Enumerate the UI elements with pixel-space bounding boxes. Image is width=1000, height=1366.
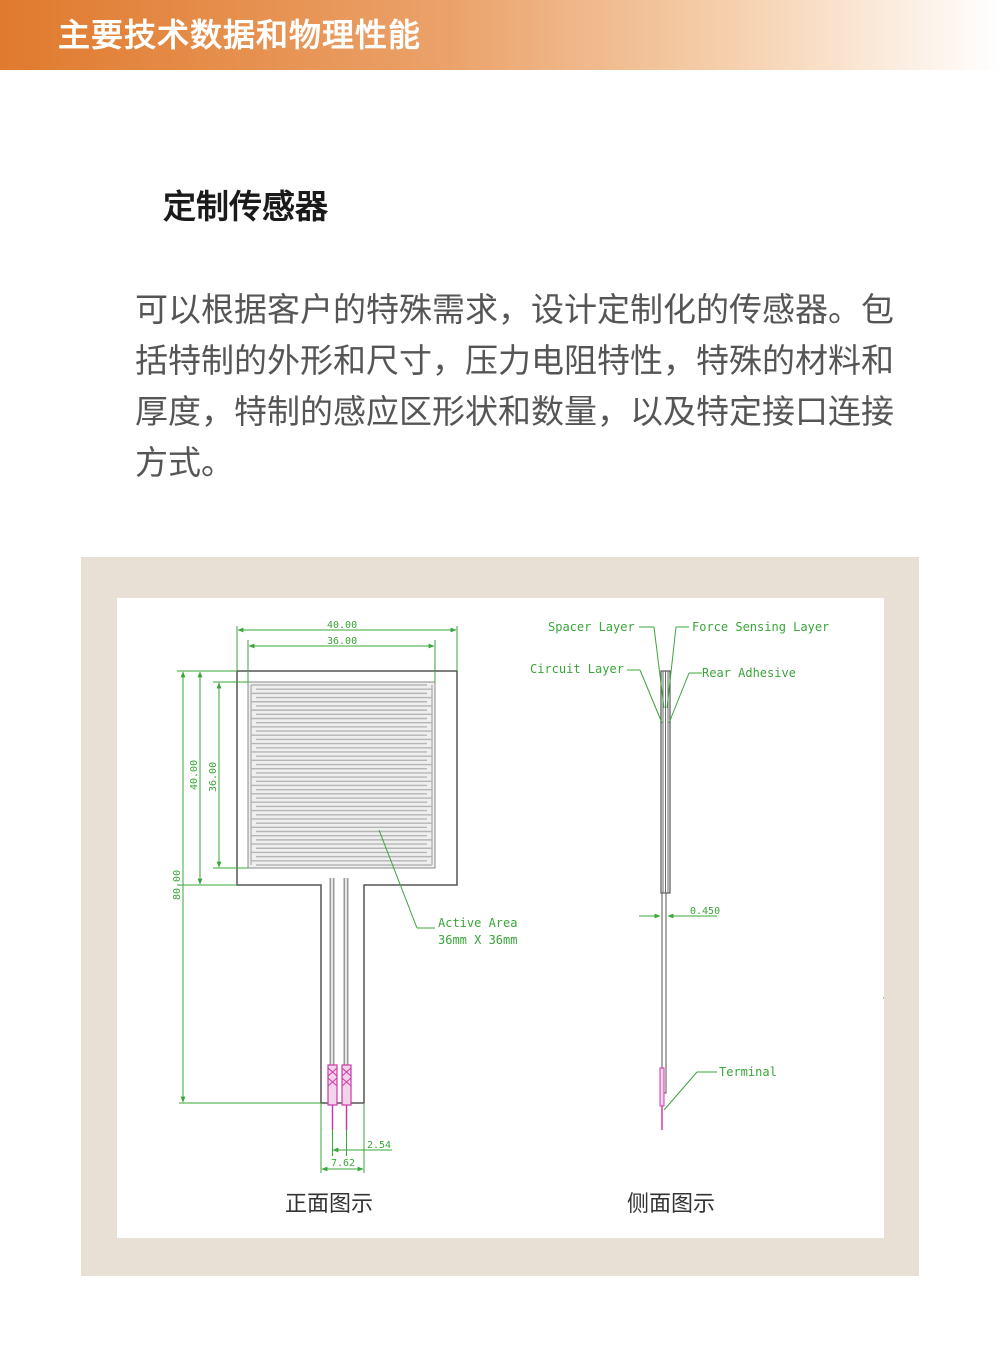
side-terminal (659, 1067, 665, 1107)
section-title: 定制传感器 (163, 187, 328, 226)
spacer-layer-label: Spacer Layer (548, 620, 635, 634)
circuit-layer-label: Circuit Layer (530, 662, 624, 676)
terminal-pins (327, 1064, 352, 1130)
thickness-label: 0.450 (690, 906, 720, 917)
technical-drawing: 40.00 36.00 40.00 36.00 (117, 598, 884, 1238)
dim-label-7-62: 7.62 (331, 1158, 355, 1169)
dim-label-80-length: 80.00 (172, 870, 183, 900)
drawing-svg: 40.00 36.00 40.00 36.00 (172, 620, 884, 1173)
dim-total-height: 40.00 (177, 670, 237, 886)
side-view-caption: 侧面图示 (627, 1192, 716, 1217)
dim-tail-width: 7.62 (320, 1103, 365, 1173)
front-view: 40.00 36.00 40.00 36.00 (172, 620, 517, 1173)
dim-total-length: 80.00 (172, 671, 321, 1104)
dim-label-40-height: 40.00 (189, 760, 200, 790)
active-area-size: 36mm X 36mm (438, 933, 517, 947)
header-band: 主要技术数据和物理性能 (0, 0, 1000, 70)
dim-label-2-54: 2.54 (367, 1140, 391, 1151)
dim-total-width: 40.00 (236, 620, 458, 671)
dim-active-height: 36.00 (208, 681, 248, 869)
terminal-label: Terminal (719, 1065, 777, 1079)
dim-pin-pitch: 2.54 (332, 1130, 392, 1156)
force-sensing-layer-label: Force Sensing Layer (692, 620, 829, 634)
active-area-label: Active Area (438, 916, 517, 930)
active-area (247, 681, 436, 869)
active-area-callout: Active Area 36mm X 36mm (378, 829, 517, 947)
side-tail (661, 892, 667, 1094)
dim-active-width: 36.00 (247, 636, 436, 682)
dim-label-36-height: 36.00 (208, 762, 219, 792)
dim-label-36-width: 36.00 (327, 636, 357, 647)
header-title: 主要技术数据和物理性能 (58, 16, 422, 54)
front-view-caption: 正面图示 (285, 1192, 374, 1217)
interdigitated-traces (250, 684, 433, 866)
description-text: 可以根据客户的特殊需求，设计定制化的传感器。包括特制的外形和尺寸，压力电阻特性，… (135, 290, 894, 482)
side-view: Spacer Layer Force Sensing Layer Circuit… (530, 620, 884, 1130)
rear-adhesive-label: Rear Adhesive (702, 666, 796, 680)
dim-label-40-width: 40.00 (327, 620, 357, 631)
